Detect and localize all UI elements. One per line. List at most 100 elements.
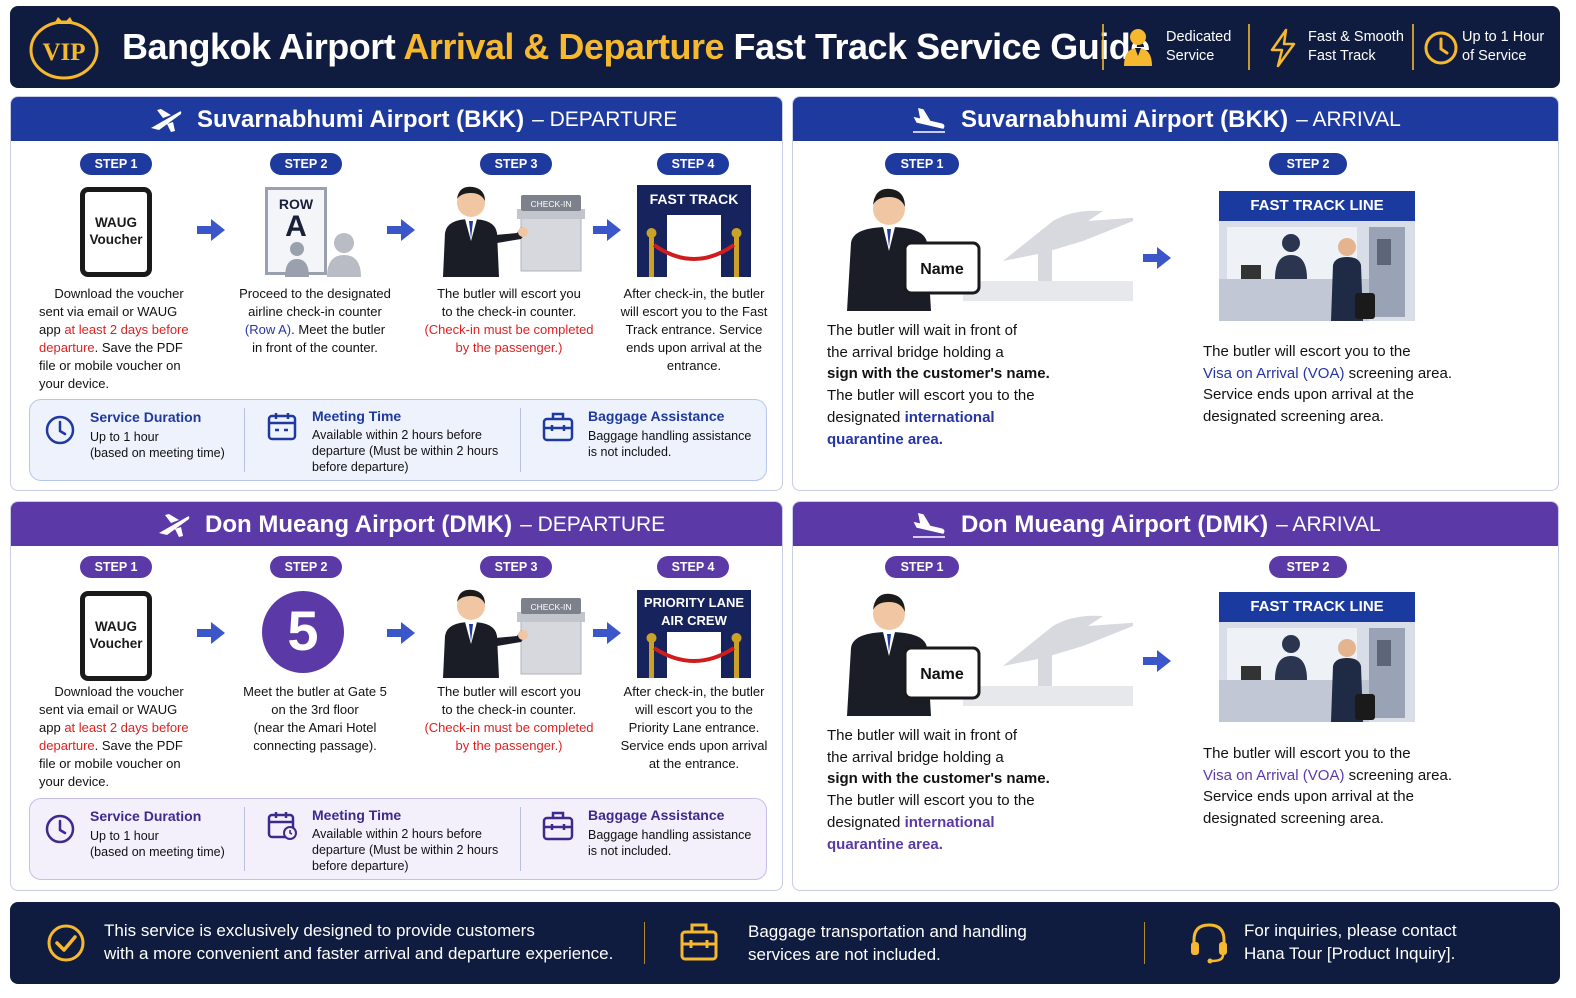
fast-track-gate-illustration: FAST TRACK [637, 185, 751, 277]
counter-label: CHECK-IN [530, 199, 571, 209]
panel-subtitle: – ARRIVAL [1276, 513, 1381, 536]
voucher-phone-icon: WAUG Voucher [80, 187, 152, 277]
check-circle-icon [47, 924, 85, 962]
step-2-description: Proceed to the designated airline check-… [239, 286, 391, 355]
name-sign-text: Name [920, 261, 964, 278]
dmk-arrival-header: Don Mueang Airport (DMK) – ARRIVAL [793, 502, 1558, 546]
info-text: Up to 1 hour(based on meeting time) [90, 430, 225, 460]
panel-title: Don Mueang Airport (DMK) [961, 511, 1269, 538]
header-banner: VIP Bangkok Airport Arrival & Departure … [10, 6, 1560, 88]
fast-track-line-illustration: FAST TRACK LINE [1219, 191, 1415, 321]
gate-5-badge-icon: 5 [262, 591, 344, 673]
bkk-departure-info-box: Service Duration Up to 1 hour(based on m… [29, 399, 767, 481]
calendar-icon [267, 413, 297, 441]
bkk-departure-header: Suvarnabhumi Airport (BKK) – DEPARTURE [11, 97, 782, 141]
step-2-badge: STEP 2 [270, 556, 342, 578]
footer-banner: This service is exclusively designed to … [10, 902, 1560, 984]
panel-subtitle: – DEPARTURE [532, 108, 678, 131]
step-1-badge: STEP 1 [80, 153, 152, 175]
luggage-icon [542, 811, 574, 841]
info-title: Baggage Assistance [588, 807, 725, 823]
luggage-icon [542, 412, 574, 442]
arrow-right-icon [1143, 247, 1171, 269]
arrival-step-1-description: The butler will wait in front of the arr… [827, 727, 1050, 853]
bkk-arrival-panel: Suvarnabhumi Airport (BKK)– ARRIVAL STEP… [792, 96, 1559, 491]
info-title: Service Duration [90, 808, 202, 824]
arrow-right-icon [197, 219, 225, 241]
calendar-clock-icon [267, 812, 297, 840]
arrival-step-1-description: The butler will wait in front of the arr… [827, 322, 1050, 448]
header-divider [1102, 24, 1104, 70]
step-2-description: Meet the butler at Gate 5 on the 3rd flo… [243, 684, 387, 753]
step-4-badge: STEP 4 [657, 556, 729, 578]
voucher-phone-icon: WAUG Voucher [80, 591, 152, 681]
arrow-right-icon [593, 219, 621, 241]
footer-divider [1144, 922, 1145, 964]
arrow-right-icon [387, 219, 415, 241]
clock-icon [1424, 31, 1458, 65]
arrow-right-icon [1143, 650, 1171, 672]
arrow-right-icon [387, 622, 415, 644]
butler-checkin-illustration: CHECK-IN [437, 584, 597, 678]
page-title: Bangkok Airport Arrival & Departure Fast… [122, 26, 1150, 67]
lightning-icon [1270, 28, 1296, 68]
header-divider [1248, 24, 1250, 70]
gate-number: 5 [287, 599, 319, 662]
dmk-departure-info-box: Service Duration Up to 1 hour(based on m… [29, 798, 767, 880]
step-1-badge: STEP 1 [885, 556, 959, 578]
step-2-badge: STEP 2 [1269, 556, 1347, 578]
row-a-sign-illustration: ROW A [263, 185, 365, 277]
panel-title: Suvarnabhumi Airport (BKK) [197, 106, 525, 133]
footer-service-note: This service is exclusively designed to … [10, 902, 640, 984]
panel-title: Suvarnabhumi Airport (BKK) [961, 106, 1289, 133]
dmk-departure-header: Don Mueang Airport (DMK) – DEPARTURE [11, 502, 782, 546]
clock-icon [45, 814, 75, 844]
arrow-right-icon [593, 622, 621, 644]
panel-subtitle: – DEPARTURE [520, 513, 666, 536]
butler-name-sign-illustration: Name [843, 181, 1143, 311]
vip-badge-icon: VIP [28, 14, 100, 80]
step-4-description: After check-in, the butler will escort y… [620, 684, 768, 771]
vip-badge-text: VIP [42, 39, 85, 66]
fast-track-line-illustration: FAST TRACK LINE [1219, 592, 1415, 722]
airplane-arrival-icon [913, 107, 945, 133]
dmk-arrival-panel: Don Mueang Airport (DMK) – ARRIVAL STEP 1… [792, 501, 1559, 891]
info-title: Service Duration [90, 409, 202, 425]
info-title: Baggage Assistance [588, 408, 725, 424]
step-4-badge: STEP 4 [657, 153, 729, 175]
arrival-step-2-description: The butler will escort you to the Visa o… [1203, 745, 1453, 828]
arrival-step-2-description: The butler will escort you to the Visa o… [1203, 343, 1453, 426]
step-3-description: The butler will escort you to the check-… [424, 286, 594, 355]
fast-track-gate-label: FAST TRACK [649, 191, 739, 207]
step-2-badge: STEP 2 [1269, 153, 1347, 175]
clock-icon [45, 415, 75, 445]
step-1-badge: STEP 1 [885, 153, 959, 175]
step-1-description: Download the voucher sent via email or W… [39, 286, 189, 391]
bkk-departure-panel: Suvarnabhumi Airport (BKK) – DEPARTURE ST… [10, 96, 783, 491]
info-title: Meeting Time [312, 408, 402, 424]
airplane-departure-icon [151, 109, 182, 132]
footer-divider [644, 922, 645, 964]
panel-title: Don Mueang Airport (DMK) [205, 511, 513, 538]
step-3-description: The butler will escort you to the check-… [424, 684, 594, 753]
step-3-badge: STEP 3 [480, 153, 552, 175]
header-divider [1412, 24, 1414, 70]
airplane-arrival-icon [913, 512, 945, 538]
fast-track-line-sign: FAST TRACK LINE [1219, 191, 1415, 221]
headset-icon [1191, 923, 1227, 964]
info-title: Meeting Time [312, 807, 402, 823]
step-4-description: After check-in, the butler will escort y… [620, 286, 768, 373]
bkk-arrival-header: Suvarnabhumi Airport (BKK)– ARRIVAL [793, 97, 1558, 141]
butler-checkin-illustration: CHECK-IN [437, 181, 597, 277]
person-icon [1124, 29, 1152, 66]
